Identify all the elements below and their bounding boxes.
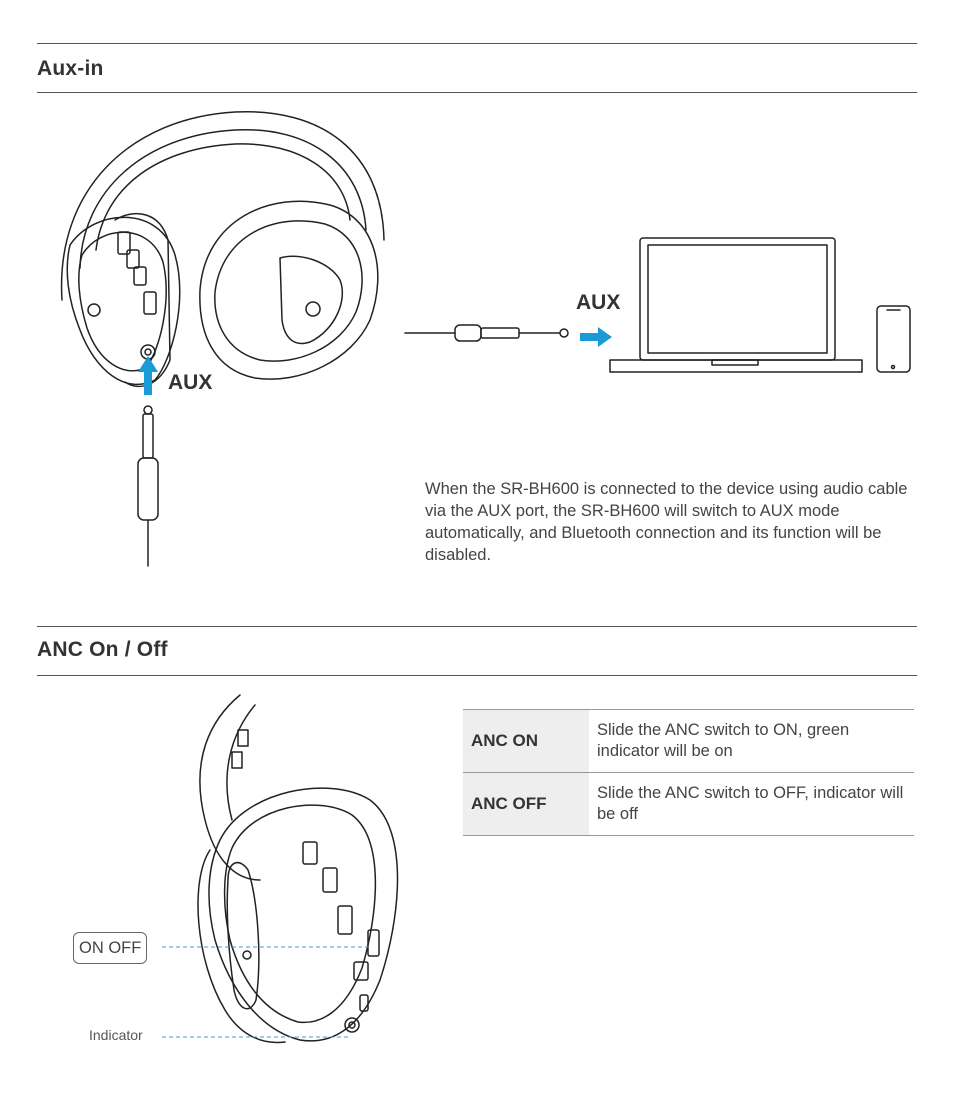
aux-laptop-label: AUX	[576, 291, 621, 314]
anc-desc-cell: Slide the ANC switch to OFF, indicator w…	[589, 772, 914, 836]
anc-desc-cell: Slide the ANC switch to ON, green indica…	[589, 709, 914, 773]
aux-up-arrow	[138, 356, 158, 395]
aux-right-arrow	[580, 327, 612, 347]
anc-top-rule	[37, 626, 917, 627]
table-row: ANC OFF Slide the ANC switch to OFF, ind…	[463, 772, 914, 836]
indicator-callout: Indicator	[89, 1027, 143, 1043]
anc-section-title: ANC On / Off	[37, 638, 168, 661]
laptop-phone-illustration	[404, 237, 911, 373]
aux-description: When the SR-BH600 is connected to the de…	[425, 480, 908, 564]
anc-title-rule	[37, 675, 917, 676]
headphones-illustration	[60, 111, 385, 567]
anc-switch-callout: ON OFF	[73, 932, 148, 964]
aux-section-title: Aux-in	[37, 57, 104, 80]
aux-port-label: AUX	[168, 371, 213, 394]
top-rule	[37, 43, 917, 44]
anc-mode-cell: ANC OFF	[463, 772, 589, 836]
anc-table: ANC ON Slide the ANC switch to ON, green…	[463, 709, 914, 836]
aux-title-rule	[37, 92, 917, 93]
anc-mode-cell: ANC ON	[463, 709, 589, 773]
table-row: ANC ON Slide the ANC switch to ON, green…	[463, 709, 914, 773]
